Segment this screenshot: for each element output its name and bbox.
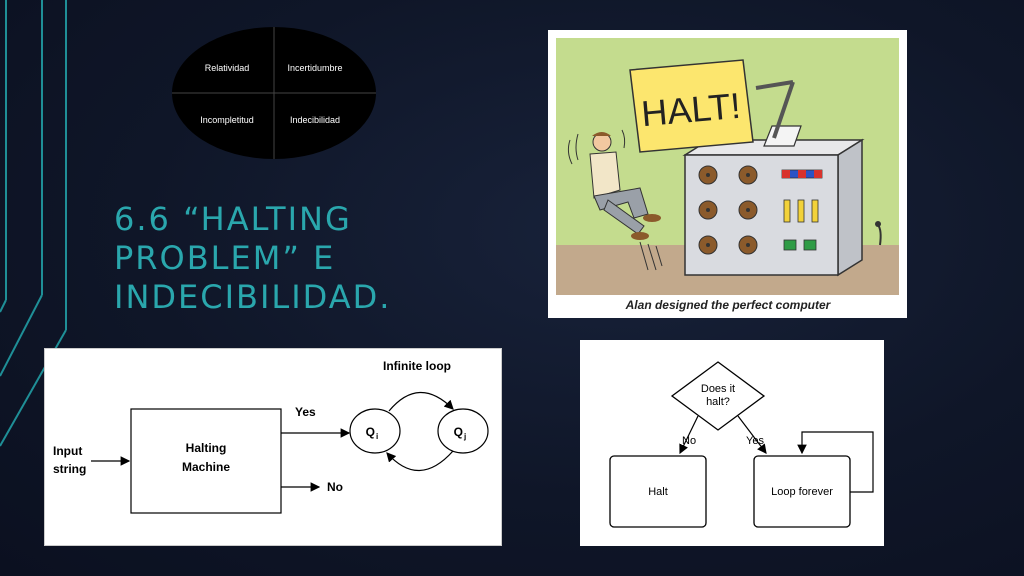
quadrant-relatividad: Relatividad [205, 63, 250, 73]
halt-cartoon: HALT! [548, 30, 907, 318]
quadrant-indecibilidad: Indecibilidad [290, 115, 340, 125]
title-line-3: INDECIBILIDAD. [114, 278, 392, 316]
halt-box-label: Halt [648, 486, 668, 498]
halt-flowchart: Does it halt? No Yes Halt Loop forever [580, 340, 884, 546]
loop-box-label: Loop forever [771, 486, 833, 498]
input-label-line1: Input [53, 444, 82, 458]
machine-label-line1: Halting [186, 441, 227, 455]
halting-machine-box [130, 408, 282, 514]
qj-subscript: j [463, 432, 466, 441]
flow-no-label: No [682, 435, 696, 447]
decision-line1: Does it [701, 383, 735, 395]
no-label: No [327, 480, 343, 494]
input-label-line2: string [53, 462, 86, 476]
qj-label: Q [454, 425, 463, 439]
qi-label: Q [366, 425, 375, 439]
decision-diamond [670, 361, 766, 431]
halt-box [609, 455, 707, 528]
machine-label-line2: Machine [182, 460, 230, 474]
concepts-ellipse: Relatividad Incertidumbre Incompletitud … [170, 25, 382, 165]
qi-subscript: i [376, 432, 378, 441]
halt-sign-text: HALT! [640, 85, 743, 135]
flow-yes-label: Yes [746, 435, 764, 447]
state-qi [349, 408, 401, 454]
title-line-2: PROBLEM” E [114, 239, 336, 277]
infinite-loop-label: Infinite loop [383, 359, 451, 373]
decision-line2: halt? [706, 396, 730, 408]
state-qj [437, 408, 489, 454]
cartoon-caption: Alan designed the perfect computer [625, 298, 832, 312]
slide-title: 6.6 “HALTING PROBLEM” E INDECIBILIDAD. [114, 200, 434, 317]
yes-label: Yes [295, 405, 316, 419]
title-line-1: 6.6 “HALTING [114, 200, 352, 238]
halting-machine-diagram: Input string Halting Machine Yes No Q i … [44, 348, 502, 546]
quadrant-incertidumbre: Incertidumbre [287, 63, 342, 73]
quadrant-incompletitud: Incompletitud [200, 115, 254, 125]
